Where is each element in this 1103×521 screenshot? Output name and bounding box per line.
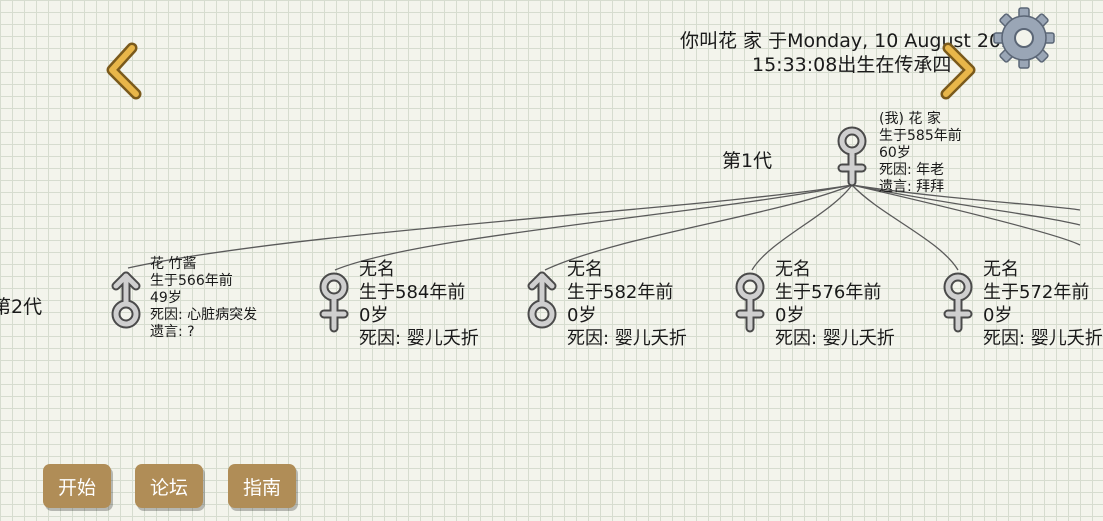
tree-line [851,184,1081,211]
child-born: 生于584年前 [359,282,466,303]
child-age: 49岁 [150,290,182,306]
child-born: 生于572年前 [983,282,1090,303]
forum-button[interactable]: 论坛 [135,464,203,508]
chevron-left-icon[interactable] [100,42,160,102]
family-tree-lines [127,184,1081,271]
child-name: 无名 [983,259,1019,280]
tree-line [851,184,1081,226]
start-button[interactable]: 开始 [43,464,111,508]
child-death: 死因: 婴儿夭折 [775,328,895,349]
tree-line [127,184,853,269]
birth-info-line1: 你叫花 家 于Monday, 10 August 2020 [680,30,1026,52]
child-born: 生于582年前 [567,282,674,303]
player-info: (我) 花 家 生于585年前 60岁 死因: 年老 遗言: 拜拜 [879,111,962,196]
player-age: 60岁 [879,145,911,161]
female-symbol-icon[interactable] [940,272,976,334]
child-death: 死因: 心脏病突发 [150,307,258,323]
child-name: 无名 [775,259,811,280]
generation-2-label: 第2代 [0,296,43,318]
child-born: 生于566年前 [150,273,233,289]
child-age: 0岁 [359,305,389,326]
generation-1-label: 第1代 [722,150,773,172]
child-name: 无名 [359,259,395,280]
player-will: 遗言: 拜拜 [879,179,945,195]
child-born: 生于576年前 [775,282,882,303]
child-age: 0岁 [983,305,1013,326]
tree-line [851,184,1081,246]
player-born: 生于585年前 [879,128,962,144]
female-symbol-icon[interactable] [834,126,870,188]
player-death: 死因: 年老 [879,162,945,178]
female-symbol-icon[interactable] [732,272,768,334]
child-death: 死因: 婴儿夭折 [567,328,687,349]
tree-line [851,184,959,271]
birth-info-line2: 15:33:08出生在传承四 [752,54,952,76]
child-age: 0岁 [567,305,597,326]
male-symbol-icon[interactable] [524,270,562,330]
chevron-right-icon[interactable] [928,42,988,102]
child-info: 无名 生于576年前 0岁 死因: 婴儿夭折 [775,258,895,350]
child-death: 死因: 婴儿夭折 [359,328,479,349]
male-symbol-icon[interactable] [108,270,146,330]
child-info: 无名 生于582年前 0岁 死因: 婴儿夭折 [567,258,687,350]
child-name: 花 竹酱 [150,256,197,272]
tree-line [751,184,853,271]
child-info: 花 竹酱 生于566年前 49岁 死因: 心脏病突发 遗言: ? [150,256,257,341]
child-will: 遗言: ? [150,324,195,340]
child-age: 0岁 [775,305,805,326]
child-info: 无名 生于584年前 0岁 死因: 婴儿夭折 [359,258,479,350]
guide-button[interactable]: 指南 [228,464,296,508]
player-name: (我) 花 家 [879,111,941,127]
child-death: 死因: 婴儿夭折 [983,328,1103,349]
tree-line [544,184,853,271]
female-symbol-icon[interactable] [316,272,352,334]
child-name: 无名 [567,259,603,280]
child-info: 无名 生于572年前 0岁 死因: 婴儿夭折 [983,258,1103,350]
gear-icon[interactable] [992,6,1056,70]
tree-line [334,184,853,271]
